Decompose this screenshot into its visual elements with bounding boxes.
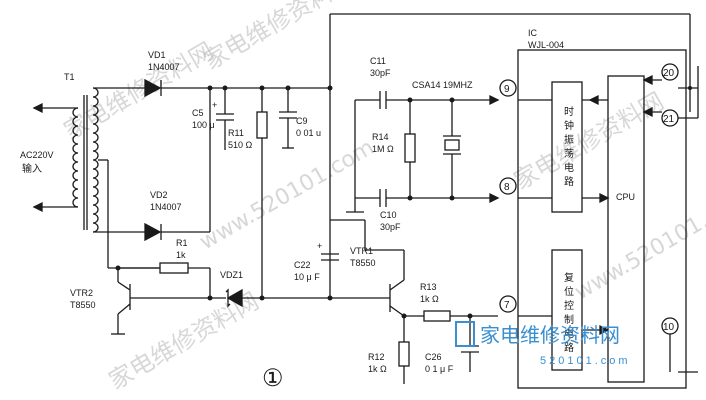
secondary-wiring: VD1 1N4007 VD2 1N4007	[93, 50, 330, 271]
label-c10-value: 30pF	[380, 222, 401, 232]
pin-7: 7	[504, 300, 510, 311]
label-r14: R14	[372, 132, 389, 142]
pin-8: 8	[504, 182, 510, 193]
label-vd1-part: 1N4007	[148, 62, 180, 72]
block-clock-oscillator: 时钟振荡电路	[562, 106, 574, 190]
label-c5-plus: +	[212, 100, 217, 110]
label-ac-input: 输入	[22, 162, 42, 175]
site-logo: 家电维修资料网 520101.com	[455, 321, 631, 367]
label-c5-value: 100 μ	[192, 120, 215, 130]
label-r1: R1	[176, 238, 188, 248]
block-reset-control: 复位控制电路	[562, 271, 574, 356]
transformer-t1: T1	[64, 72, 99, 233]
label-vtr2-part: T8550	[70, 300, 96, 310]
label-c10: C10	[380, 210, 397, 220]
label-vd1: VD1	[148, 50, 166, 60]
label-vtr2: VTR2	[70, 288, 93, 298]
label-vtr1: VTR1	[350, 246, 373, 256]
label-ic: IC	[528, 28, 538, 38]
reset-input-section: + C22 10 μ F VTR1 T8550 R13 1k Ω R12 1k …	[294, 13, 691, 384]
label-crystal: CSA14 19MHZ	[412, 80, 473, 90]
ac-input: AC220V 输入	[20, 102, 78, 213]
label-r12: R12	[368, 352, 385, 362]
pin-9: 9	[504, 84, 510, 95]
label-c22-plus: +	[317, 241, 322, 251]
logo-url: 520101.com	[540, 355, 631, 367]
label-ic-part: WJL-004	[528, 40, 564, 50]
label-c26-value: 0 1 μ F	[425, 364, 454, 374]
vtr2-section: R1 1k VTR2 T8550 VDZ1	[70, 238, 330, 335]
label-r14-value: 1M Ω	[372, 144, 394, 154]
label-t1: T1	[64, 72, 75, 82]
label-r1-value: 1k	[176, 250, 186, 260]
label-vd2-part: 1N4007	[150, 202, 182, 212]
label-c26: C26	[425, 352, 442, 362]
pin-10: 10	[663, 322, 675, 333]
label-ac220v: AC220V	[20, 150, 54, 160]
pin-21: 21	[663, 114, 675, 125]
label-r13: R13	[420, 282, 437, 292]
label-r12-value: 1k Ω	[368, 364, 387, 374]
label-c9-value: 0 01 u	[296, 128, 321, 138]
label-vdz1: VDZ1	[220, 270, 243, 280]
label-r11-value: 510 Ω	[228, 140, 253, 150]
label-c22: C22	[294, 260, 311, 270]
label-c22-value: 10 μ F	[294, 272, 320, 282]
watermark: www.520101.com	[196, 135, 379, 255]
ic-wjl-004: IC WJL-004 9 8 7 时钟振荡电路 复位控制电路 CPU 20	[499, 28, 699, 389]
label-c9: C9	[296, 116, 308, 126]
watermark: 家电维修资料网	[199, 0, 358, 75]
label-vd2: VD2	[150, 190, 168, 200]
figure-number: ①	[262, 364, 284, 392]
label-r13-value: 1k Ω	[420, 294, 439, 304]
pin-20: 20	[663, 68, 675, 79]
label-c11: C11	[370, 56, 386, 66]
label-r11: R11	[228, 128, 244, 138]
oscillator-section: C11 30pF CSA14 19MHZ C10 30pF R14 1M Ω	[346, 56, 500, 232]
logo-icon	[455, 321, 475, 347]
filter-section: + C5 100 μ R11 510 Ω C9 0 01 u	[192, 85, 321, 298]
block-cpu: CPU	[616, 192, 635, 202]
label-c11-value: 30pF	[370, 68, 391, 78]
logo-text: 家电维修资料网	[480, 323, 620, 347]
label-c5: C5	[192, 108, 204, 118]
label-vtr1-part: T8550	[350, 258, 376, 268]
